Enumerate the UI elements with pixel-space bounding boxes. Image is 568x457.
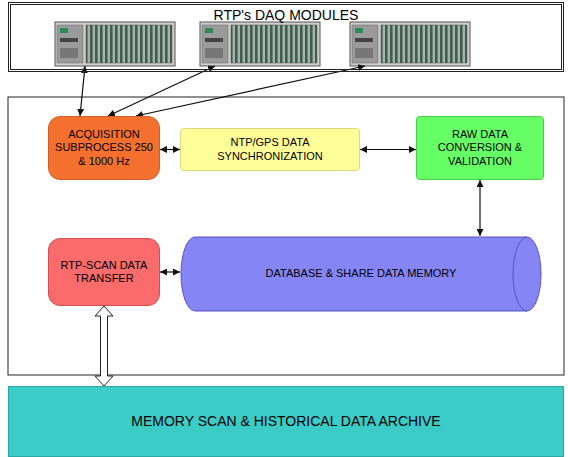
connector-arrow xyxy=(360,149,416,150)
process-box: RTP-SCAN DATA TRANSFER xyxy=(48,238,160,306)
daq-rack-illustration xyxy=(350,22,470,66)
node-label: RAW DATA CONVERSION & VALIDATION xyxy=(422,128,538,168)
node-body: RTP-SCAN DATA TRANSFER xyxy=(54,259,154,285)
node-body: DATABASE & SHARE DATA MEMORY xyxy=(210,267,512,280)
process-box: ACQUISITION SUBPROCESS 250 & 1000 Hz xyxy=(48,116,160,180)
daq-rack-illustration xyxy=(200,22,320,66)
archive-band: MEMORY SCAN & HISTORICAL DATA ARCHIVE xyxy=(8,386,564,457)
database-cylinder: DATABASE & SHARE DATA MEMORY xyxy=(180,236,542,312)
node-body: RAW DATA CONVERSION & VALIDATION xyxy=(422,128,538,168)
connector-arrow xyxy=(160,271,180,272)
node-body: MEMORY SCAN & HISTORICAL DATA ARCHIVE xyxy=(15,413,557,430)
connector-arrow xyxy=(160,149,180,150)
node-label: NTP/GPS DATA SYNCHRONIZATION xyxy=(187,136,353,162)
connector-arrow xyxy=(80,66,85,116)
connector-arrow xyxy=(108,66,215,116)
daq-rack-illustration xyxy=(55,22,175,66)
system-panel xyxy=(8,97,564,375)
connector-arrow xyxy=(136,66,365,116)
process-box: RAW DATA CONVERSION & VALIDATION xyxy=(416,116,544,180)
node-body: RTP's DAQ MODULES xyxy=(17,7,555,24)
cylinder-body xyxy=(181,237,541,311)
node-body: ACQUISITION SUBPROCESS 250 & 1000 Hz xyxy=(54,128,154,168)
node-body: NTP/GPS DATA SYNCHRONIZATION xyxy=(187,136,353,162)
process-box: NTP/GPS DATA SYNCHRONIZATION xyxy=(180,128,360,171)
node-label: MEMORY SCAN & HISTORICAL DATA ARCHIVE xyxy=(15,413,557,430)
connector-arrow xyxy=(479,180,480,236)
node-label: ACQUISITION SUBPROCESS 250 & 1000 Hz xyxy=(54,128,154,168)
node-label: RTP-SCAN DATA TRANSFER xyxy=(54,259,154,285)
node-label: DATABASE & SHARE DATA MEMORY xyxy=(210,267,512,280)
node-label: RTP's DAQ MODULES xyxy=(17,7,555,24)
block-arrow xyxy=(95,306,113,386)
cylinder-face xyxy=(513,237,527,311)
module-band: RTP's DAQ MODULES xyxy=(8,2,564,72)
